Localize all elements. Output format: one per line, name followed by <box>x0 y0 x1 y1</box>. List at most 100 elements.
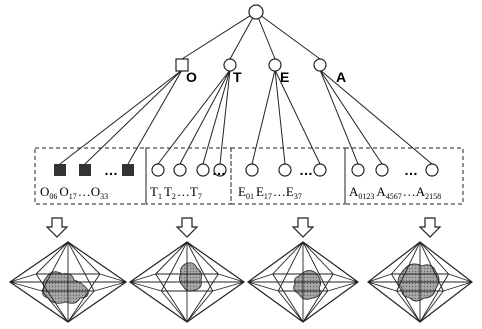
leaf-label-e-p3: E <box>286 184 294 199</box>
leaf-ellipsis-e: … <box>299 162 313 178</box>
leaf-label-e-s3: 37 <box>294 192 302 201</box>
group-box-e <box>230 147 346 205</box>
leaf-o-2 <box>79 164 91 176</box>
octahedron-edge-4 <box>67 290 95 323</box>
leaf-label-t-dots: … <box>177 184 190 199</box>
node-t <box>223 58 237 72</box>
octahedron-edge-14 <box>333 273 359 283</box>
down-arrow-a <box>418 217 442 238</box>
branch-label-t: T <box>233 69 242 85</box>
leaf-e-2 <box>278 163 292 177</box>
leaf-label-t-s3: 7 <box>198 192 202 201</box>
shape-blob <box>397 263 440 302</box>
group-box-a <box>344 147 464 205</box>
edge-root-e <box>255 11 276 60</box>
leaf-label-t-p1: T <box>150 184 158 199</box>
octahedron-edge-7 <box>93 281 127 292</box>
octahedron-edge-3 <box>396 290 421 323</box>
octahedron-edge-12 <box>9 273 37 283</box>
leaf-label-a-s2: 4567 <box>386 192 402 201</box>
leaf-ellipsis-o: … <box>104 162 118 178</box>
octahedron-edge-5 <box>129 281 162 292</box>
octahedron-edge-12 <box>247 273 273 283</box>
octahedron-edge-12 <box>367 273 392 283</box>
edge-root-a <box>255 11 321 60</box>
node-e <box>268 58 282 72</box>
down-arrow-e <box>291 217 315 238</box>
leaf-label-a-s3: 2158 <box>425 192 441 201</box>
leaf-label-e-s1: 01 <box>246 192 254 201</box>
down-arrow-t <box>175 217 199 238</box>
octahedron-edge-12 <box>129 273 156 283</box>
octahedron-edge-14 <box>448 273 473 283</box>
leaf-label-o-dots: … <box>78 184 91 199</box>
leaf-label-a-p2: A <box>376 184 386 199</box>
edge-o-leaf-2 <box>84 69 183 165</box>
leaf-t-4 <box>213 163 227 177</box>
octahedron-edge-2 <box>67 241 95 292</box>
octahedron-edge-7 <box>443 281 473 292</box>
leaf-e-1 <box>245 163 259 177</box>
branch-label-a: A <box>336 69 346 85</box>
octahedron-edge-4 <box>419 290 444 323</box>
octahedron-edge-5 <box>247 281 279 292</box>
leaf-t-1 <box>151 163 165 177</box>
leaf-ellipsis-t: … <box>212 162 226 178</box>
leaf-o-3 <box>122 164 134 176</box>
edge-e-leaf-3 <box>274 69 321 165</box>
leaf-ellipsis-a: … <box>404 162 418 178</box>
edge-a-leaf-1 <box>319 69 359 165</box>
leaf-label-e-p1: E <box>238 184 246 199</box>
octahedron-edge-8 <box>155 241 188 275</box>
octahedron-e <box>246 241 360 323</box>
octahedron-edge-1 <box>160 241 188 292</box>
leaf-e-3 <box>313 163 327 177</box>
octahedron-edge-2 <box>186 241 214 292</box>
leaf-label-e-dots: … <box>273 184 286 199</box>
branch-label-e: E <box>280 69 289 85</box>
leaf-a-3 <box>425 163 439 177</box>
edge-t-leaf-1 <box>157 69 231 165</box>
leaf-label-o-s2: 17 <box>69 192 77 201</box>
leaf-label-t-p3: T <box>190 184 198 199</box>
leaf-o-1 <box>54 164 66 176</box>
leaf-label-t-s2: 2 <box>172 192 176 201</box>
octahedron-edge-14 <box>99 273 127 283</box>
leaf-label-o-p2: O <box>59 184 68 199</box>
edge-t-leaf-3 <box>202 69 231 165</box>
leaf-label-a-p1: A <box>349 184 359 199</box>
octahedron-edge-5 <box>367 281 397 292</box>
octahedron-edge-1 <box>41 241 69 292</box>
leaf-label-e-p2: E <box>256 184 264 199</box>
octahedron-edge-3 <box>161 290 188 323</box>
leaf-label-a-dots: … <box>403 184 416 199</box>
octahedron-edge-8 <box>35 241 69 275</box>
octahedron-edge-2 <box>419 241 444 292</box>
leaf-label-o-s1: 06 <box>49 192 57 201</box>
octahedron-edge-9 <box>186 241 219 275</box>
leaf-label-e-s2: 17 <box>264 192 272 201</box>
edge-o-leaf-1 <box>59 69 183 165</box>
leaf-label-a-s1: 0123 <box>358 192 374 201</box>
edge-t-leaf-4 <box>219 69 231 165</box>
octahedron-edge-7 <box>212 281 245 292</box>
branch-label-o: O <box>186 69 197 85</box>
edge-e-leaf-2 <box>274 69 286 165</box>
octahedron-edge-7 <box>327 281 359 292</box>
octahedron-a <box>367 241 473 323</box>
octahedron-edge-9 <box>302 241 334 275</box>
leaf-label-o-p1: O <box>40 184 49 199</box>
octahedron-edge-14 <box>218 273 245 283</box>
edge-e-leaf-1 <box>251 69 276 165</box>
leaf-t-2 <box>173 163 187 177</box>
edge-o-leaf-3 <box>127 69 183 165</box>
octahedron-o <box>8 241 128 323</box>
octahedron-edge-2 <box>302 241 329 292</box>
